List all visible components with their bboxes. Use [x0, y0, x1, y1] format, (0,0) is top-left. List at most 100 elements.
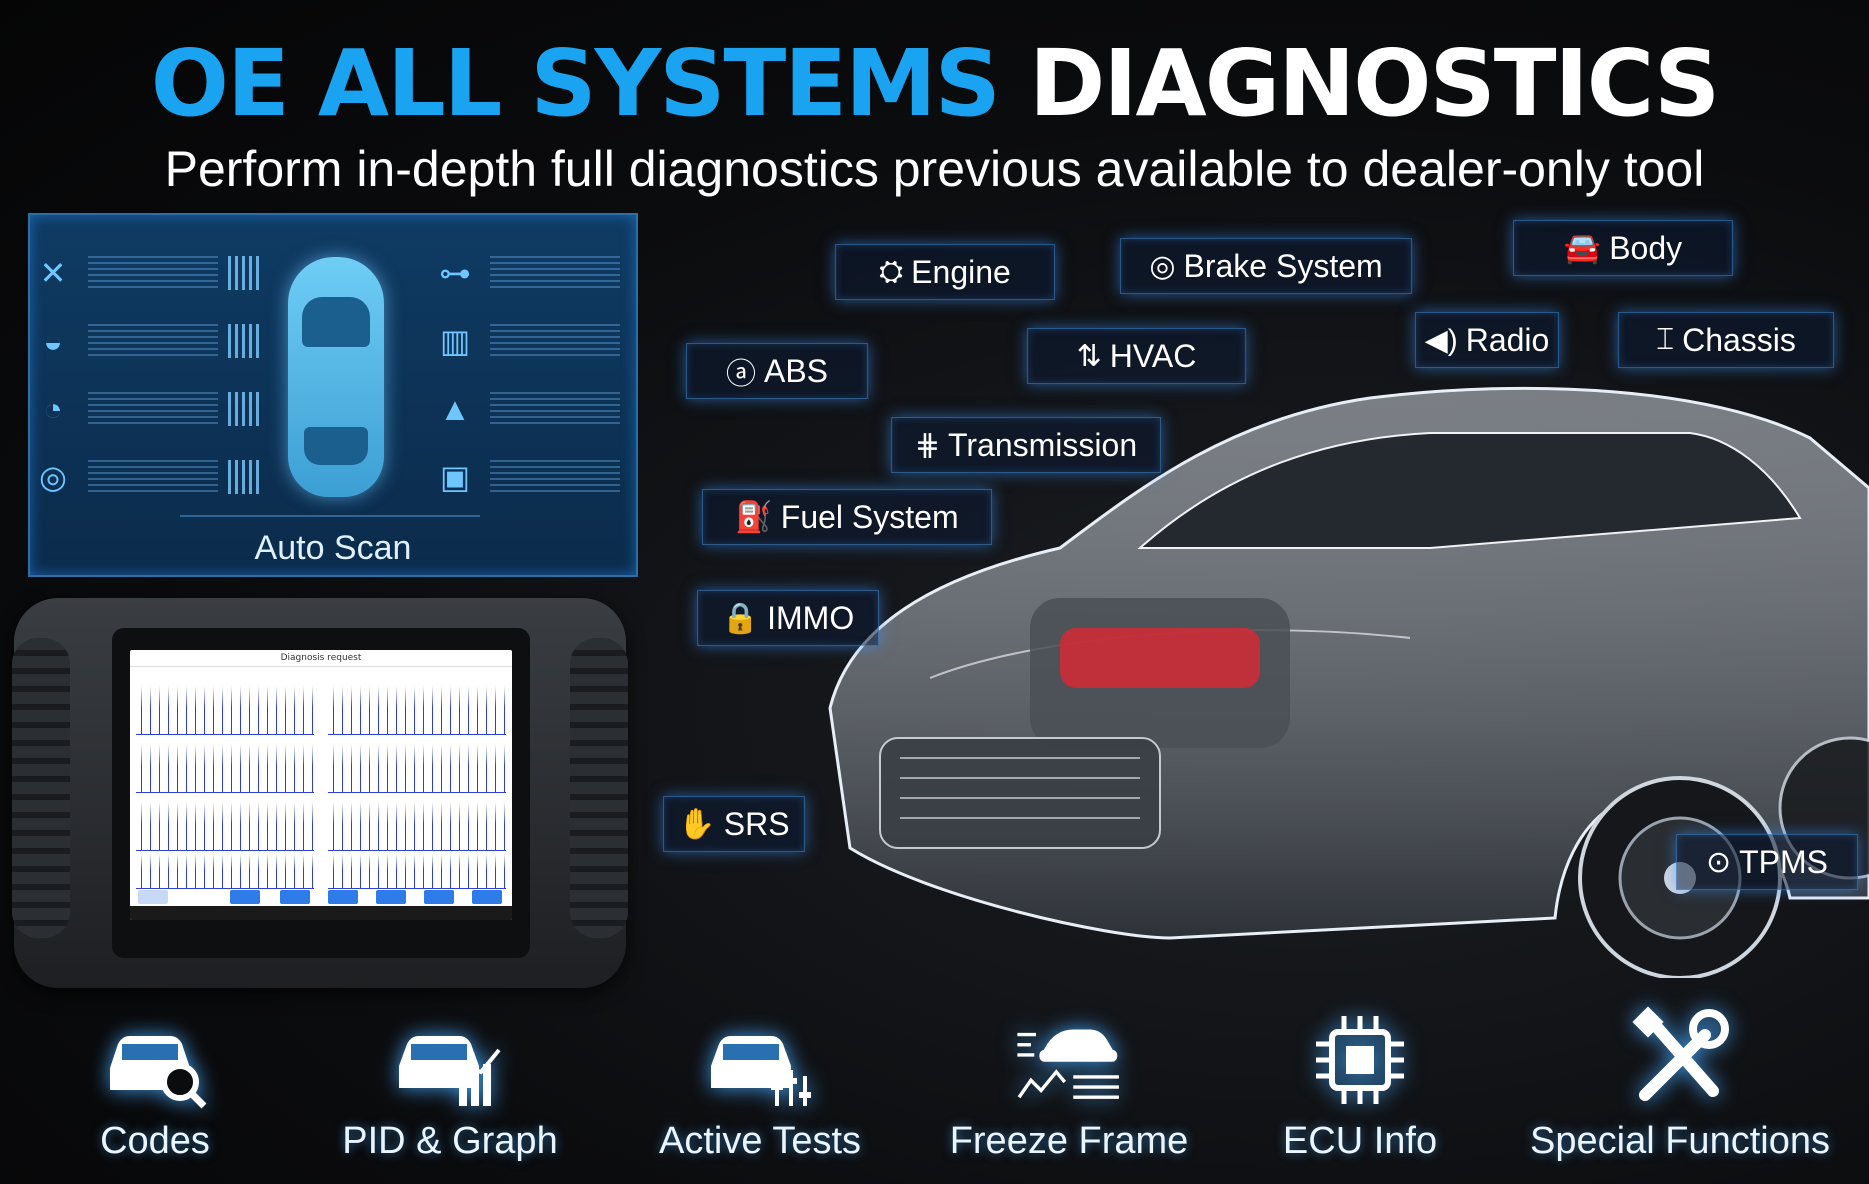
freeze-frame-icon — [1014, 1010, 1124, 1110]
scan-bars — [228, 392, 262, 426]
brake-disc-icon: ◎ — [39, 459, 67, 495]
scan-text-lines — [490, 392, 620, 426]
scan-text-lines — [88, 324, 218, 358]
scan-text-lines — [88, 460, 218, 494]
screen-title: Diagnosis request — [130, 650, 512, 667]
system-tag-label: SRS — [723, 805, 790, 842]
scan-floor-line — [180, 515, 480, 557]
scan-row: ▣ — [432, 451, 620, 503]
car-graph-icon — [395, 1010, 505, 1110]
car-body-icon: 🚘 — [1563, 231, 1602, 265]
screen-button[interactable] — [280, 890, 310, 904]
car-controls-icon — [705, 1010, 815, 1110]
diagnostic-tablet: Diagnosis request — [12, 598, 628, 988]
scan-row: ◎ — [30, 451, 262, 503]
system-tag-tpms[interactable]: ⊙ TPMS — [1676, 834, 1858, 890]
auto-scan-label: Auto Scan — [254, 529, 412, 567]
speaker-icon: ◀) — [1424, 323, 1458, 357]
tire-pressure-icon: ⊙ — [1705, 845, 1732, 879]
screen-button[interactable] — [328, 890, 358, 904]
system-tag-immo[interactable]: 🔒 IMMO — [697, 590, 879, 646]
hvac-icon: ⇅ — [1076, 339, 1102, 373]
auto-scan-panel: ✕ ◒ ◔ ◎ ⊶ ▥ ▲ ▣ Auto Scan — [28, 213, 638, 577]
fuel-pump-icon: ⛽ — [735, 500, 773, 534]
car-search-icon — [100, 1010, 210, 1110]
engine-icon: ⛭ — [879, 255, 904, 288]
page-title: OE ALL SYSTEMS DIAGNOSTICS — [0, 38, 1869, 130]
screen-button[interactable] — [138, 890, 168, 904]
system-tag-srs[interactable]: ✋ SRS — [663, 796, 805, 852]
screen-button-bar — [130, 890, 512, 906]
tablet-bezel: Diagnosis request — [112, 628, 530, 958]
system-tag-engine[interactable]: ⛭ Engine — [835, 244, 1055, 300]
system-tag-label: Transmission — [948, 426, 1138, 463]
oil-can-icon: ◒ — [43, 322, 63, 359]
scan-row: ▲ — [432, 383, 620, 435]
chassis-icon: ⌶ — [1656, 323, 1675, 356]
scan-row: ◒ — [30, 315, 262, 367]
system-tag-chassis[interactable]: ⌶ Chassis — [1618, 312, 1834, 368]
system-tag-radio[interactable]: ◀) Radio — [1415, 312, 1559, 368]
feature-special-functions[interactable]: Special Functions — [1520, 1006, 1840, 1163]
pid-graph — [136, 802, 314, 851]
wrench-icon: ✕ — [39, 255, 67, 291]
system-tag-label: ABS — [763, 352, 829, 389]
title-white: DIAGNOSTICS — [1028, 30, 1720, 137]
feature-label: Codes — [100, 1120, 210, 1162]
system-tag-label: Engine — [911, 253, 1011, 290]
feature-active-tests[interactable]: Active Tests — [648, 1010, 872, 1163]
screen-button[interactable] — [230, 890, 260, 904]
feature-label: ECU Info — [1282, 1120, 1438, 1162]
system-tag-body[interactable]: 🚘 Body — [1513, 220, 1733, 276]
scan-row: ▥ — [432, 315, 620, 367]
feature-label: Freeze Frame — [949, 1120, 1189, 1162]
pid-graph — [328, 854, 506, 889]
scan-row: ◔ — [30, 383, 262, 435]
lock-icon: 🔒 — [721, 601, 760, 635]
system-tag-fuel[interactable]: ⛽ Fuel System — [702, 489, 992, 545]
scan-bars — [228, 256, 262, 290]
screen-button[interactable] — [376, 890, 406, 904]
feature-freeze-frame[interactable]: Freeze Frame — [944, 1010, 1194, 1163]
system-tag-transmission[interactable]: ⋕ Transmission — [891, 417, 1161, 473]
pid-graph — [136, 854, 314, 889]
tablet-grip-right — [570, 638, 628, 938]
feature-label: Special Functions — [1530, 1120, 1830, 1162]
feature-codes[interactable]: Codes — [60, 1010, 250, 1163]
scan-row: ⊶ — [432, 247, 620, 299]
chip-icon — [1305, 1010, 1415, 1110]
scan-bars — [228, 324, 262, 358]
feature-label: Active Tests — [658, 1120, 862, 1162]
system-tag-label: IMMO — [767, 599, 855, 636]
scan-row: ✕ — [30, 247, 262, 299]
scan-text-lines — [490, 460, 620, 494]
scan-text-lines — [490, 256, 620, 290]
system-tag-brake[interactable]: ◎ Brake System — [1120, 238, 1412, 294]
screen-button[interactable] — [472, 890, 502, 904]
engine-icon: ▣ — [439, 459, 471, 495]
system-tag-label: Radio — [1465, 321, 1550, 358]
system-tag-label: TPMS — [1739, 843, 1829, 880]
pid-graph — [136, 744, 314, 793]
pid-graph — [328, 802, 506, 851]
scan-text-lines — [88, 392, 218, 426]
car-top-view — [288, 257, 384, 497]
title-blue: OE ALL SYSTEMS — [150, 30, 1001, 137]
pid-graph — [136, 686, 314, 735]
transmission-icon: ⋕ — [914, 428, 941, 462]
screen-button[interactable] — [424, 890, 454, 904]
feature-ecu-info[interactable]: ECU Info — [1270, 1010, 1450, 1163]
page-subtitle: Perform in-depth full diagnostics previo… — [164, 141, 1705, 197]
tablet-grip-left — [12, 638, 70, 938]
pid-graph — [328, 744, 506, 793]
system-tag-label: Body — [1609, 229, 1683, 266]
axle-icon: ⊶ — [439, 255, 471, 291]
scan-bars — [228, 460, 262, 494]
system-tag-label: Brake System — [1183, 247, 1383, 284]
feature-pid-graph[interactable]: PID & Graph — [340, 1010, 560, 1163]
scan-text-lines — [88, 256, 218, 290]
system-tag-abs[interactable]: ⓐ ABS — [686, 343, 868, 399]
airbag-icon: ✋ — [678, 807, 716, 841]
feature-label: PID & Graph — [342, 1120, 558, 1162]
system-tag-hvac[interactable]: ⇅ HVAC — [1027, 328, 1246, 384]
